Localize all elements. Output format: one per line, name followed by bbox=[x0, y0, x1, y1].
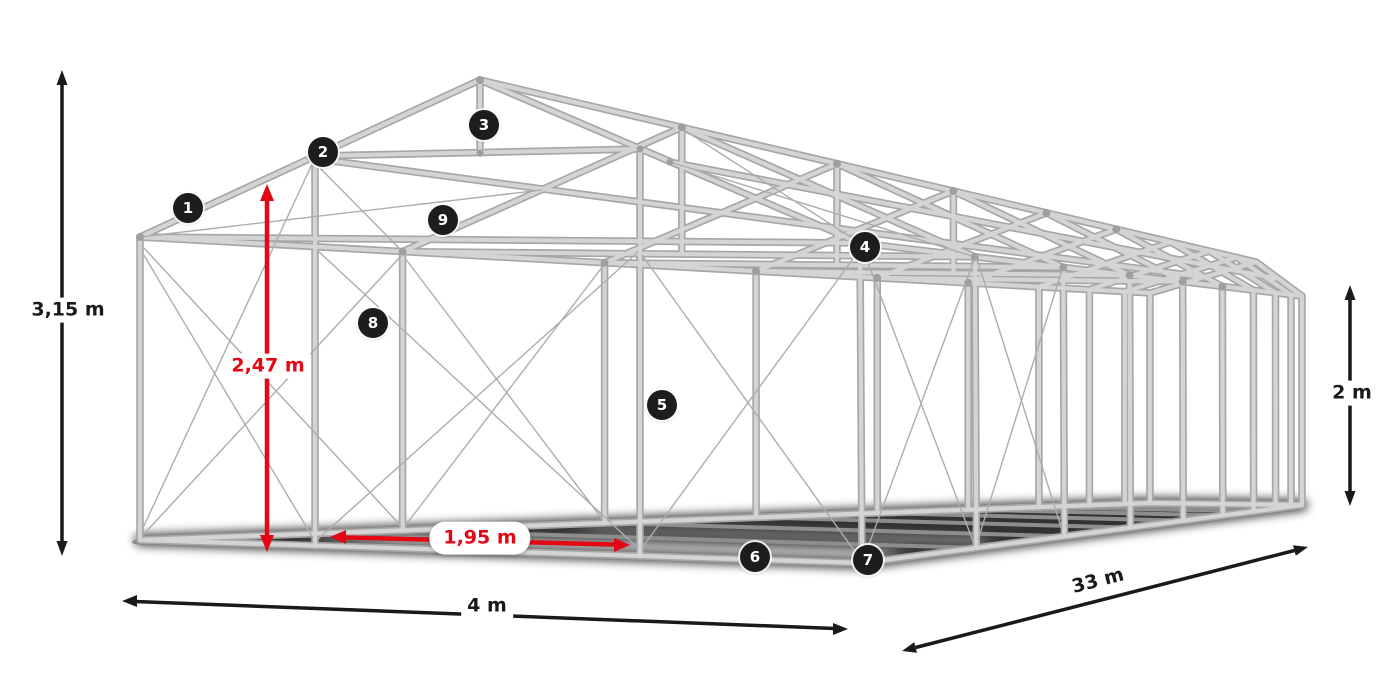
part-marker-6: 6 bbox=[740, 542, 770, 572]
dim-width-label: 4 m bbox=[461, 593, 513, 619]
part-marker-5: 5 bbox=[647, 390, 677, 420]
part-marker-4: 4 bbox=[850, 232, 880, 262]
dim-ridge-clearance-label: 2,47 m bbox=[225, 353, 311, 379]
bracing-cables bbox=[139, 129, 1063, 559]
part-marker-9: 9 bbox=[428, 205, 458, 235]
part-marker-3: 3 bbox=[469, 110, 499, 140]
part-marker-8: 8 bbox=[358, 308, 388, 338]
part-marker-1: 1 bbox=[173, 193, 203, 223]
part-marker-2: 2 bbox=[308, 137, 338, 167]
dim-side-height-label: 2 m bbox=[1326, 380, 1378, 406]
dim-total-height-label: 3,15 m bbox=[25, 297, 111, 323]
part-marker-7: 7 bbox=[853, 545, 883, 575]
dim-entrance-width-label: 1,95 m bbox=[429, 521, 531, 555]
frame-tubes bbox=[137, 77, 1305, 566]
dim-length-arrow bbox=[902, 545, 1308, 653]
